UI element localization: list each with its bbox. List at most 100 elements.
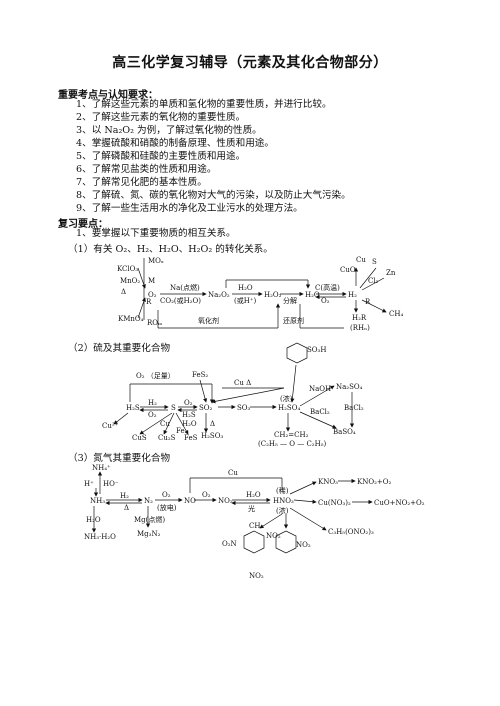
label-light: 光 [248,504,255,513]
label-naoh: NaOH [309,385,331,393]
label-c-hightemp: C(高温) [315,283,340,292]
label-no: NO [184,497,196,505]
label-mg-ignite: Mg(点燃) [134,515,165,524]
label-nh4: NH₄⁺ [92,464,111,472]
label-so3h: SO₃H [307,346,326,354]
label-decompose: 分解 [283,296,297,305]
label-kmno4: KMnO₄ [118,315,144,323]
label-o2b: O₂ [184,399,193,407]
list-item: 1、了解这些元素的单质和氢化物的重要性质，并进行比较。 [76,99,332,110]
list-item: 3、以 Na₂O₂ 为例，了解过氧化物的性质。 [76,125,262,136]
list-item: 4、掌握硫酸和硝酸的制备原理、性质和用途。 [76,138,274,149]
label-cus: CuS [132,434,147,442]
label-h2so3: H₂SO₃ [201,432,223,440]
label-hno3: HNO₃ [273,497,294,505]
label-no2-d: NO₂ [296,541,311,549]
label-h2o: H₂O [182,420,197,428]
label-zn: Zn [386,269,396,277]
label-kclo3: KClO₃ [117,265,138,273]
label-o2a: O₂ [148,411,157,419]
label-o2b: O₂ [202,491,211,499]
label-cl2: Cl₂ [368,277,379,285]
label-fes: FeS [184,434,198,442]
intro-text: 1、要掌握以下重要物质的相互关系。 [76,228,236,239]
list-item: 8、了解硫、氮、碳的氧化物对大气的污染，以及防止大气污染。 [76,190,351,201]
label-bacl2-b: BaCl₂ [344,404,364,412]
label-ho: HO⁻ [103,480,119,488]
label-h2r: H₂R [352,314,367,322]
label-o2a: O₂ [162,491,171,499]
label-h2o-b: H₂O [86,516,101,524]
label-ch3: CH₃ [249,522,263,530]
label-h2so4: H₂SO₄ [278,404,300,412]
label-nh3-h2o: NH₃·H₂O [84,533,116,541]
label-oxidant: 氧化剂 [198,316,219,325]
label-delta: Δ [210,420,215,428]
label-conc: (浓) [280,394,293,403]
subheading-sulfur: （2）硫及其重要化合物 [68,343,171,354]
label-cu: Cu [228,469,238,477]
label-o2-excess: O₂ （足量） [136,372,175,380]
label-cu2s: Cu₂S [158,434,176,442]
subheading-nitrogen: （3）氮气其重要化合物 [68,453,171,464]
label-n2: N₂ [144,497,153,505]
label-cuo: CuO [340,266,356,274]
label-c3h5: C₃H₅(ONO₂)₃ [328,528,374,536]
label-kno3: KNO₃ [318,478,338,486]
label-na2so4: Na₂SO₄ [336,383,363,391]
label-mno2: MnO₂ [120,277,140,285]
label-baso4: BaSO₄ [333,428,356,436]
label-cu: Cu [356,256,366,264]
label-h2: H₂ [148,399,157,407]
label-no2-b: NO₂ [266,532,281,540]
label-h2o-reagent: H₂O [238,284,253,292]
label-h2s: H₂S [126,404,140,412]
label-h2o2: H₂O₂ [264,291,282,299]
subheading-oxygen: （1）有关 O₂、H₂、H₂O、H₂O₂ 的转化关系。 [68,244,273,255]
label-fes2: FeS₂ [192,371,208,379]
label-na2o2: Na₂O₂ [208,291,230,299]
label-cu-heat: Cu Δ [234,379,251,387]
label-discharge: (放电) [157,503,177,512]
label-s: S [372,258,377,266]
label-h2s-b: H₂S [182,411,196,419]
label-nh3: NH₃ [90,497,105,505]
label-cu-c: Cu [160,420,170,428]
label-kno2: KNO₂+O₂ [357,478,392,486]
label-h2o: H₂O [246,491,261,499]
label-fe: Fe [176,427,185,435]
label-r: R [146,298,152,306]
label-m: M [148,277,155,285]
label-o2b: O₂ [321,297,330,305]
label-so3: SO₃ [237,404,251,412]
label-h2: H₂ [348,291,357,299]
label-s: S [171,404,176,412]
label-ch4: CH₄ [389,310,403,318]
label-bacl2: BaCl₂ [310,408,330,416]
label-hplus: (或H⁺) [234,296,257,305]
label-h2o: H₂O [305,291,320,299]
label-rom: ROₘ [147,319,163,327]
label-so2: SO₂ [199,404,213,412]
label-delta: Δ [124,504,129,512]
label-o2n: O₂N [222,540,237,548]
section-heading-review: 复习要点： [58,219,108,230]
label-cuno3: Cu(NO₃)₂ [318,499,351,507]
label-na-ignite: Na(点燃) [170,283,200,292]
label-conc: (浓) [276,506,289,515]
list-item: 5、了解磷酸和硅酸的主要性质和用途。 [76,151,246,162]
label-cuo-products: CuO+NO₂+O₂ [374,499,425,507]
list-item: 7、了解常见化肥的基本性质。 [76,177,207,188]
label-ethylene: CH₂=CH₂ [274,431,309,439]
page-title: 高三化学复习辅导（元素及其化合物部分） [112,55,388,71]
label-hplus: H⁺ [84,480,94,488]
label-co2-h2o: CO₂(或H₂O) [160,296,201,305]
label-mg3n2: Mg₃N₂ [137,530,161,538]
label-no2-c: NO₂ [249,572,264,580]
label-no2: NO₂ [218,497,233,505]
label-dilute: (稀) [276,486,289,495]
label-rhn: (RHₙ) [350,324,370,332]
